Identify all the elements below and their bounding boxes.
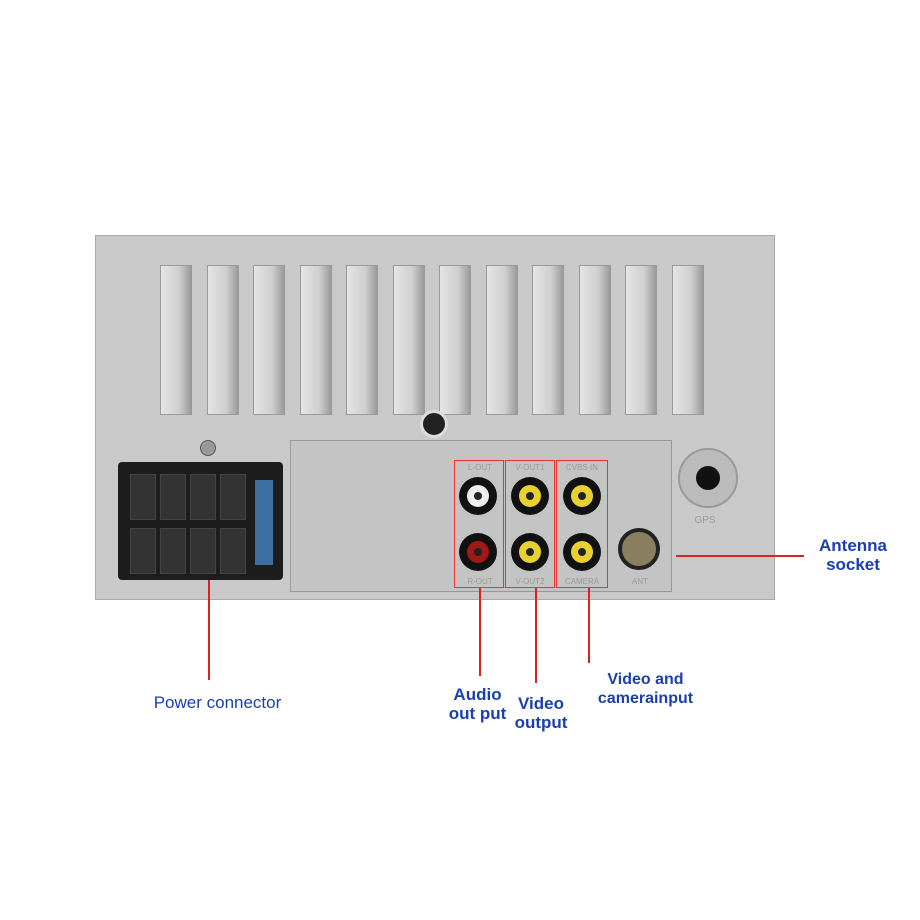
video-camera-in-box [556, 460, 608, 588]
connector-pin-slot [190, 528, 216, 574]
heatsink-fin [671, 265, 704, 415]
gps-socket [678, 448, 738, 508]
connector-pin-slot [220, 474, 246, 520]
connector-pin-slot [160, 528, 186, 574]
connector-pin-slot [220, 528, 246, 574]
audio-left-rca-jack [459, 477, 497, 515]
heatsink-fin [346, 265, 378, 415]
port-label-lout: L-OUT [468, 463, 492, 472]
port-label-cvbs: CVBS IN [565, 463, 598, 472]
video-out-box [505, 460, 555, 588]
pointer-line-antenna [676, 555, 804, 557]
antenna-socket [618, 528, 660, 570]
port-label-gps: GPS [694, 515, 716, 526]
audio-right-rca-jack [459, 533, 497, 571]
port-label-rout: R-OUT [467, 577, 493, 586]
heatsink-fin [439, 265, 471, 415]
power-connector-label: Power connector [153, 693, 282, 712]
cvbs-in-rca-jack [563, 477, 601, 515]
pointer-line-video [535, 588, 537, 683]
pointer-line-camera [588, 588, 590, 663]
heatsink-fin [578, 265, 611, 415]
video-out1-rca-jack [511, 477, 549, 515]
camera-in-rca-jack [563, 533, 601, 571]
heatsink-fin [299, 265, 332, 415]
heatsink-fin [160, 265, 192, 415]
port-label-vout2: V-OUT2 [515, 577, 545, 586]
video-out2-rca-jack [511, 533, 549, 571]
port-label-vout1: V-OUT1 [515, 463, 545, 472]
heatsink-fin [206, 265, 239, 415]
connector-pin-slot [190, 474, 216, 520]
screw-hole [420, 410, 448, 438]
audio-out-box [454, 460, 504, 588]
port-label-camera: CAMERA [564, 577, 600, 586]
pointer-line-power [208, 580, 210, 680]
port-label-ant: ANT [632, 577, 648, 586]
connector-clip [255, 480, 273, 565]
screw [200, 440, 216, 456]
heatsink-fin [392, 265, 425, 415]
heatsink-fin [253, 265, 285, 415]
connector-pin-slot [160, 474, 186, 520]
heatsink-fin [625, 265, 657, 415]
connector-pin-slot [130, 474, 156, 520]
heatsink-fin [485, 265, 518, 415]
connector-pin-slot [130, 528, 156, 574]
pointer-line-audio [479, 588, 481, 676]
heatsink-fin [532, 265, 564, 415]
